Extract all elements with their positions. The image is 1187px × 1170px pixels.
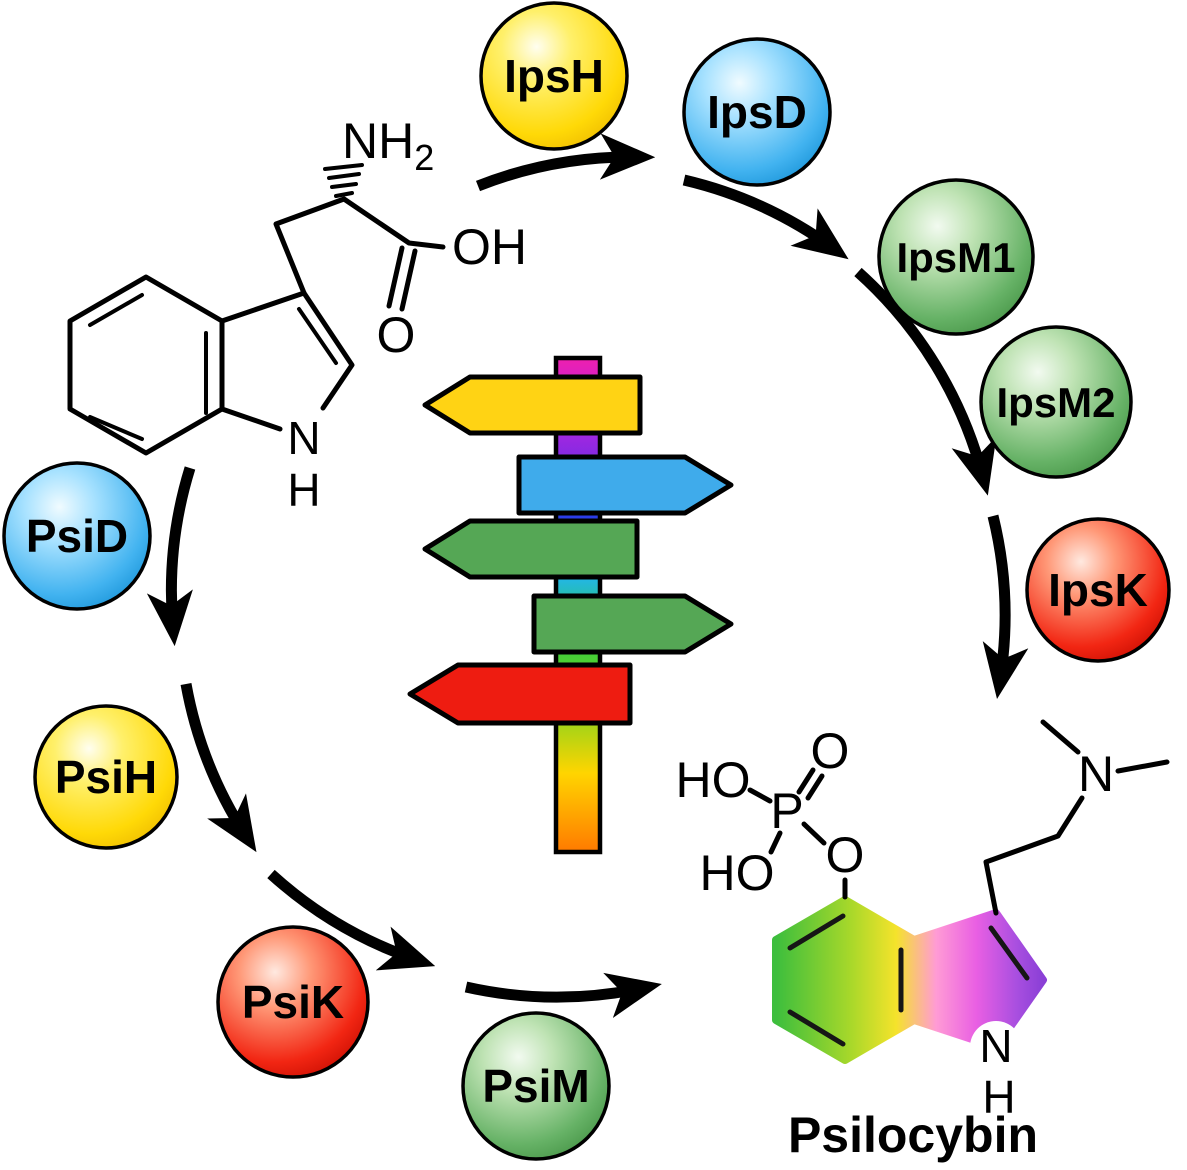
enzyme-label-ipsh: IpsH	[504, 50, 604, 102]
enzyme-circles: IpsH IpsD IpsM1 IpsM2 IpsK PsiD PsiH Ps	[2, 1, 1171, 1161]
phosphate-double-o-label: O	[811, 723, 850, 779]
psilocybin-benzene-ring	[772, 896, 918, 1064]
psilocybin-structure: HO P O O HO N N H Psilocybin	[676, 719, 1170, 1163]
enzyme-circle-psik	[216, 925, 370, 1079]
sign-blue-right	[516, 454, 734, 516]
tryptophan-pyrrole-ring-b	[219, 406, 283, 432]
hash-4	[323, 163, 364, 171]
enzyme-label-psik: PsiK	[242, 976, 344, 1028]
tryptophan-structure: NH2 OH O N H	[67, 113, 527, 516]
phosphate-group: HO P O O HO	[676, 723, 865, 901]
enzyme-label-ipsm1: IpsM1	[896, 234, 1015, 281]
amine-n-label: N	[1078, 746, 1114, 802]
pathway-arc-left-2	[180, 683, 257, 853]
tryptophan-ring-n-label: N	[287, 412, 320, 464]
ho-top-to-p-bond	[747, 787, 773, 804]
enzyme-psih: PsiH	[33, 704, 179, 850]
enzyme-label-ipsd: IpsD	[707, 86, 807, 138]
tryptophan-ring-h-label: H	[287, 464, 320, 516]
ethyl-chain-bond	[983, 795, 1085, 916]
enzyme-ipsd: IpsD	[682, 37, 832, 187]
enzyme-label-psid: PsiD	[26, 510, 128, 562]
pyrrole-double-bond	[297, 307, 338, 365]
enzyme-psik: PsiK	[216, 925, 370, 1079]
ho-bottom-to-p-bond	[768, 830, 783, 855]
enzyme-circle-ipsm2	[979, 325, 1133, 479]
benzene-double-bond-1	[88, 293, 144, 327]
cycle-arrows	[146, 133, 1029, 1019]
psilocybin-pyrrole-ring	[910, 909, 1047, 1051]
enzyme-circle-psih	[33, 704, 179, 850]
pathway-arc-bottom-1	[267, 869, 436, 971]
pathway-arc-right-2	[982, 514, 1029, 700]
p-double-o-bond-1	[796, 767, 816, 795]
tryptophan-pyrrole-ring-a	[219, 290, 355, 411]
p-to-bridge-o-bond	[801, 821, 827, 846]
tryptophan-nh2-label: NH2	[342, 113, 434, 178]
hash-1	[334, 191, 354, 198]
phosphate-bridge-o-label: O	[826, 827, 865, 883]
hash-2	[330, 182, 358, 189]
pathway-arc-bottom-2	[464, 972, 662, 1019]
enzyme-ipsh: IpsH	[479, 1, 629, 151]
enzyme-circle-ipsk	[1025, 517, 1171, 663]
psilocybin-caption: Psilocybin	[788, 1107, 1038, 1163]
p-double-o-bond-2	[805, 773, 825, 801]
pathway-arc-right-1	[854, 267, 997, 496]
enzyme-psim: PsiM	[461, 1011, 611, 1161]
tryptophan-oh-label: OH	[452, 219, 527, 275]
n-methyl-bond-1	[1040, 719, 1081, 755]
pathway-arc-left-1	[146, 466, 196, 647]
tryptophan-side-chain	[273, 196, 446, 296]
sign-yellow-left	[422, 374, 643, 436]
enzyme-ipsk: IpsK	[1025, 517, 1171, 663]
enzyme-circle-ipsd	[682, 37, 832, 187]
enzyme-circle-psim	[461, 1011, 611, 1161]
dimethylamine-side-chain: N	[983, 719, 1170, 916]
enzyme-circle-psid	[2, 461, 152, 611]
enzyme-circle-ipsm1	[877, 178, 1035, 336]
enzyme-circle-ipsh	[479, 1, 629, 151]
carbonyl-double-bond-1	[386, 245, 405, 309]
phosphorus-label: P	[770, 783, 803, 839]
carbonyl-double-bond-2	[399, 248, 418, 312]
n-methyl-bond-2	[1115, 759, 1170, 774]
pathway-arc-top-1	[475, 133, 656, 192]
enzyme-psid: PsiD	[2, 461, 152, 611]
psi-pyrrole-double	[988, 925, 1030, 981]
sign-green-right	[531, 593, 734, 655]
hash-3	[327, 172, 361, 180]
enzyme-label-ipsm2: IpsM2	[996, 379, 1115, 426]
phosphate-ho-bottom-label: HO	[700, 845, 775, 901]
stereo-hash-wedge	[323, 163, 364, 198]
psi-benzene-double-2	[787, 1009, 846, 1047]
enzyme-label-ipsk: IpsK	[1048, 564, 1148, 616]
enzyme-label-psim: PsiM	[482, 1060, 589, 1112]
sign-red-left	[407, 662, 633, 726]
phosphate-ho-top-label: HO	[676, 752, 751, 808]
psi-benzene-double-1	[787, 913, 846, 951]
sign-green-left	[422, 518, 640, 580]
enzyme-label-psih: PsiH	[55, 751, 157, 803]
signpost	[407, 355, 734, 855]
enzyme-ipsm1: IpsM1	[877, 178, 1035, 336]
tryptophan-carbonyl-o-label: O	[377, 307, 416, 363]
tryptophan-benzene-ring	[67, 274, 225, 456]
enzyme-ipsm2: IpsM2	[979, 325, 1133, 479]
pathway-arc-top-2	[682, 174, 849, 260]
benzene-double-bond-2	[88, 415, 144, 441]
psilocybin-ring-h-label: H	[982, 1071, 1015, 1123]
n-label-backplate	[970, 1021, 1022, 1073]
psilocybin-ring-n-label: N	[979, 1020, 1012, 1072]
